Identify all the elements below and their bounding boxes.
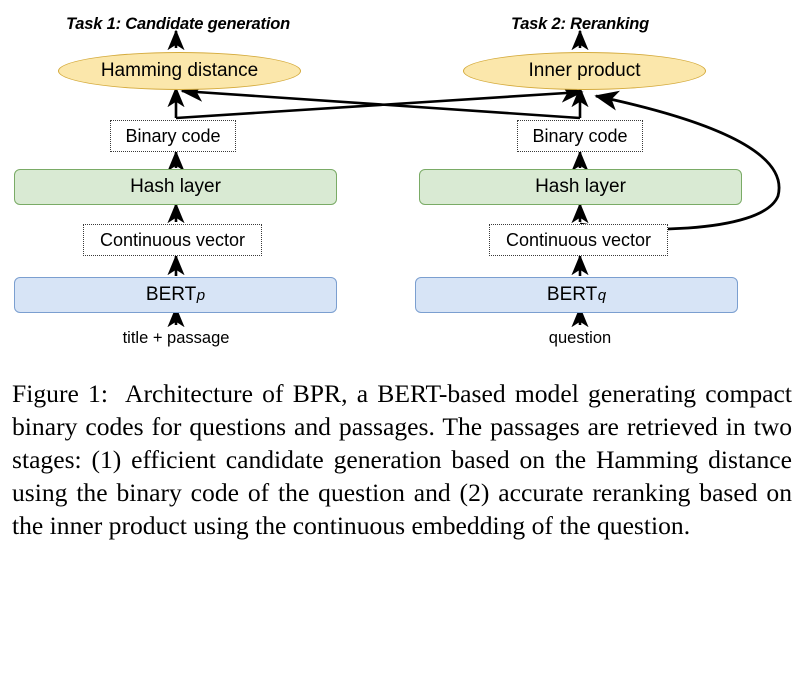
bert-passage-name: BERT (145, 284, 197, 305)
figure-caption: Figure 1: Architecture of BPR, a BERT-ba… (12, 378, 792, 542)
figure-caption-text: Architecture of BPR, a BERT-based model … (12, 379, 792, 540)
bert-question-name: BERT (546, 284, 598, 305)
binary-code-passage-node[interactable]: Binary code (110, 120, 236, 152)
hash-layer-passage-node[interactable]: Hash layer (14, 169, 337, 205)
passage-input-label: title + passage (122, 328, 230, 347)
task-1-label: Task 1: Candidate generation (66, 14, 290, 33)
figure-number: Figure 1: (12, 379, 108, 408)
question-input-label: question (548, 328, 612, 347)
task-2-label: Task 2: Reranking (510, 14, 650, 33)
bert-question-subscript: q (597, 286, 607, 304)
arrow-question-code-to-hamming (180, 83, 581, 120)
bert-passage-subscript: p (196, 286, 206, 304)
arrow-continuous-vector-to-inner-product (579, 90, 781, 231)
continuous-vector-passage-node[interactable]: Continuous vector (83, 224, 262, 256)
continuous-vector-question-node[interactable]: Continuous vector (489, 224, 668, 256)
hash-layer-question-node[interactable]: Hash layer (419, 169, 742, 205)
architecture-diagram: Task 1: Candidate generation Hamming dis… (14, 14, 781, 347)
hamming-distance-node[interactable]: Hamming distance (58, 52, 301, 90)
diagram-connectors (167, 29, 781, 328)
inner-product-node[interactable]: Inner product (463, 52, 706, 90)
binary-code-question-node[interactable]: Binary code (517, 120, 643, 152)
